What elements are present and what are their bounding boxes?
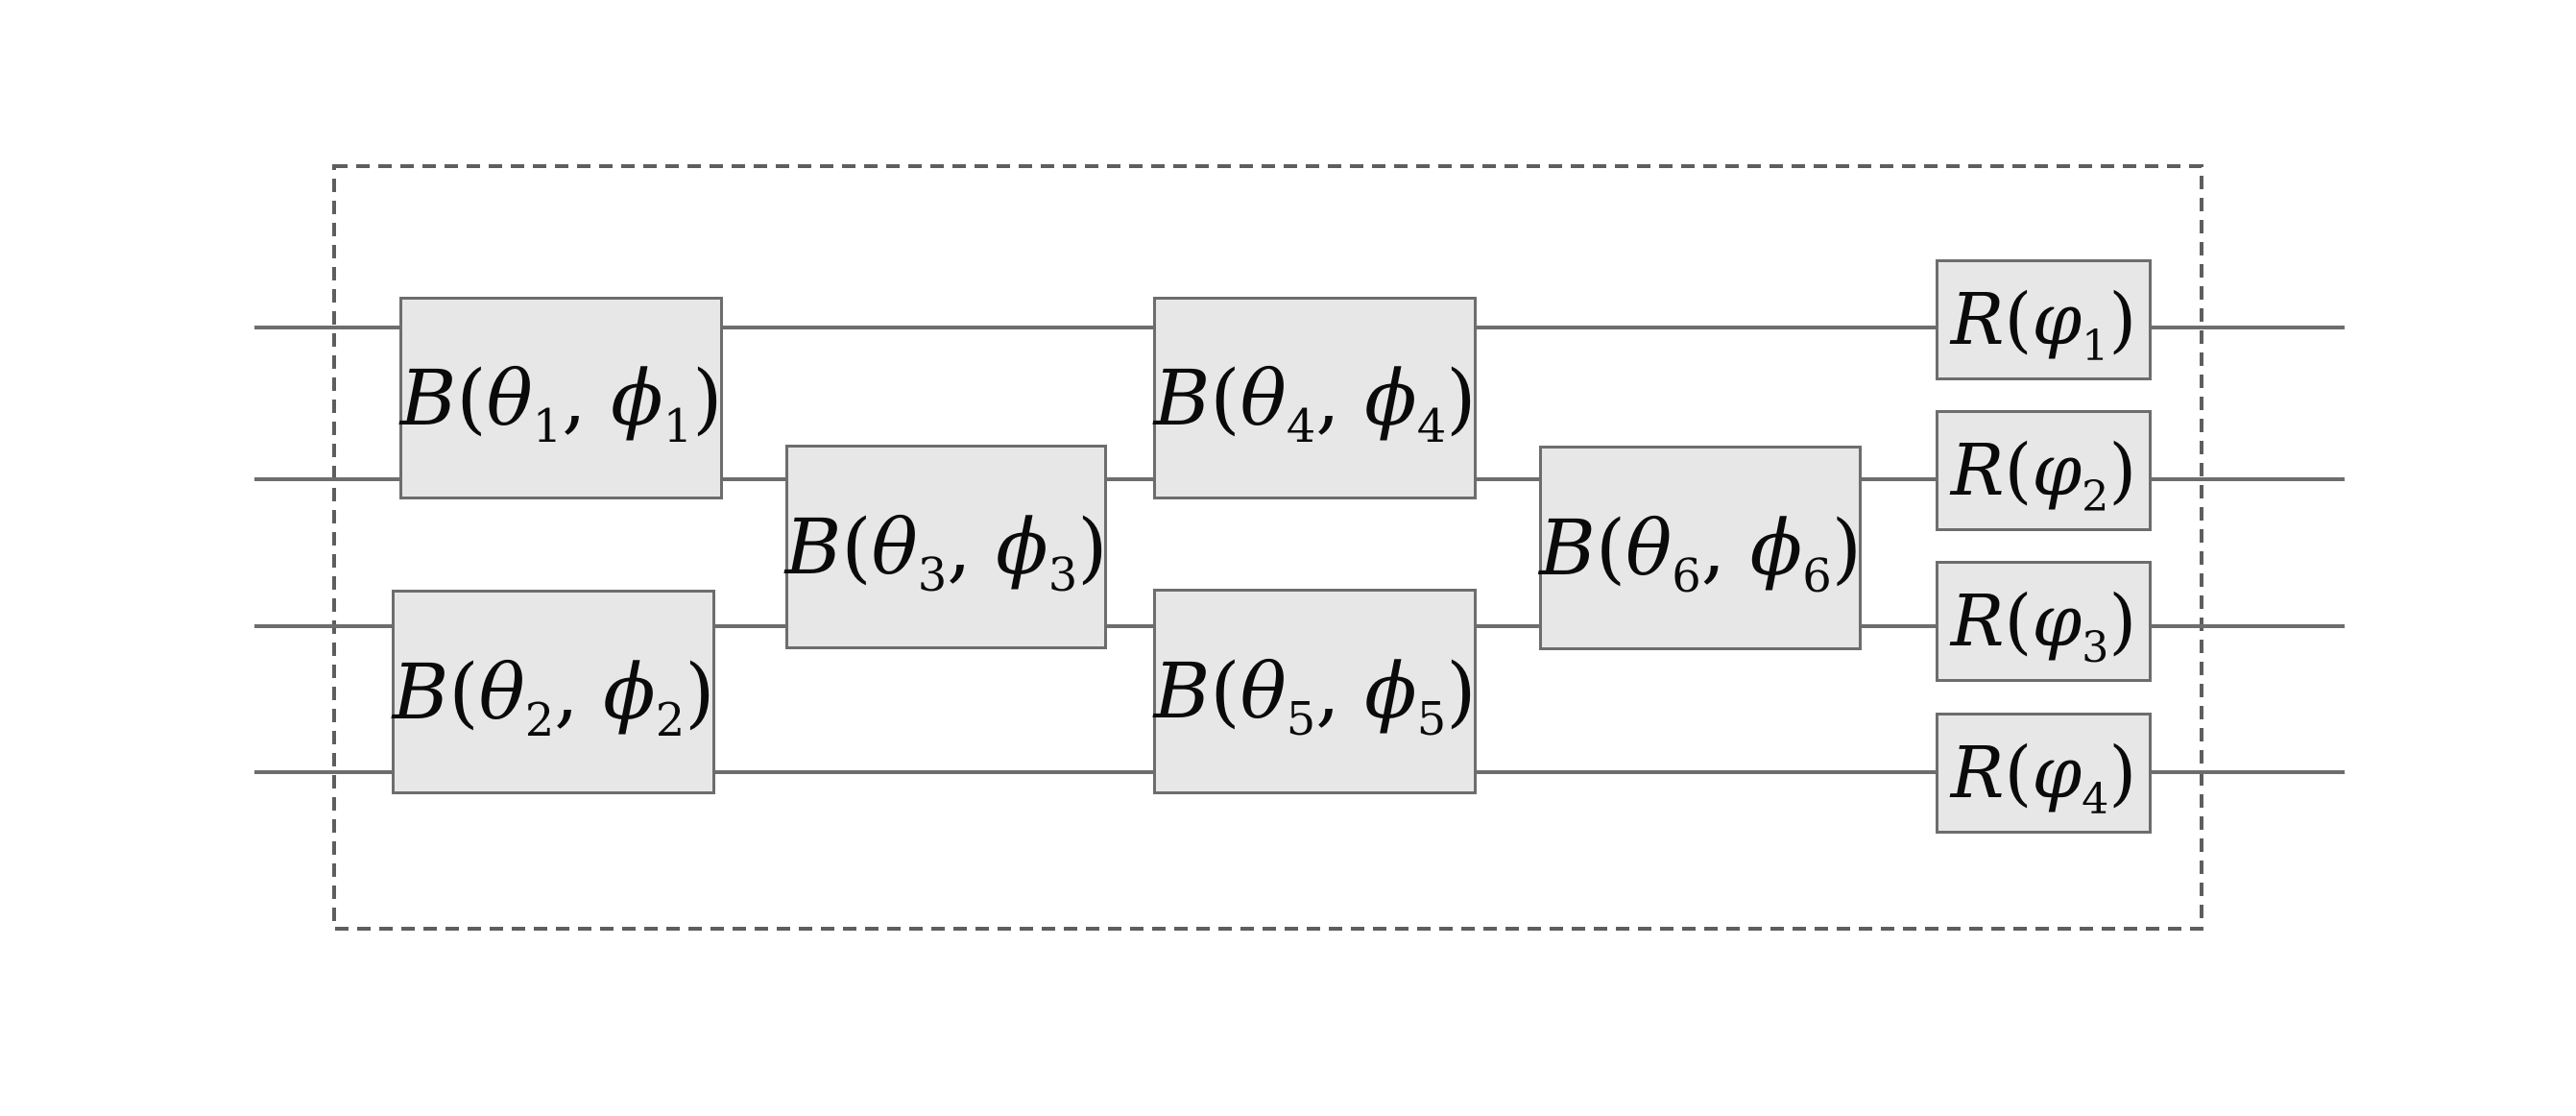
gate-B1: B(θ1, ϕ1) xyxy=(399,297,723,499)
gate-B4: B(θ4, ϕ4) xyxy=(1153,297,1477,499)
gate-label: B(θ2, ϕ2) xyxy=(392,646,715,747)
gate-label: B(θ4, ϕ4) xyxy=(1153,352,1477,453)
gate-B5: B(θ5, ϕ5) xyxy=(1153,589,1477,794)
gate-label: R(φ3) xyxy=(1950,580,2137,672)
gate-R4: R(φ4) xyxy=(1936,713,2152,834)
dashed-boundary-rect xyxy=(332,164,2203,931)
gate-B3: B(θ3, ϕ3) xyxy=(785,445,1107,649)
gate-B2: B(θ2, ϕ2) xyxy=(392,590,715,794)
gate-label: B(θ3, ϕ3) xyxy=(784,501,1108,602)
gate-R1: R(φ1) xyxy=(1936,259,2152,380)
gate-label: B(θ1, ϕ1) xyxy=(399,352,723,453)
gate-label: R(φ2) xyxy=(1950,429,2137,522)
gate-label: B(θ5, ϕ5) xyxy=(1153,646,1477,747)
gate-label: R(φ4) xyxy=(1950,732,2137,824)
gate-R3: R(φ3) xyxy=(1936,561,2152,682)
gate-R2: R(φ2) xyxy=(1936,410,2152,531)
gate-label: B(θ6, ϕ6) xyxy=(1539,502,1862,603)
gate-B6: B(θ6, ϕ6) xyxy=(1539,446,1862,650)
gate-label: R(φ1) xyxy=(1950,279,2137,371)
